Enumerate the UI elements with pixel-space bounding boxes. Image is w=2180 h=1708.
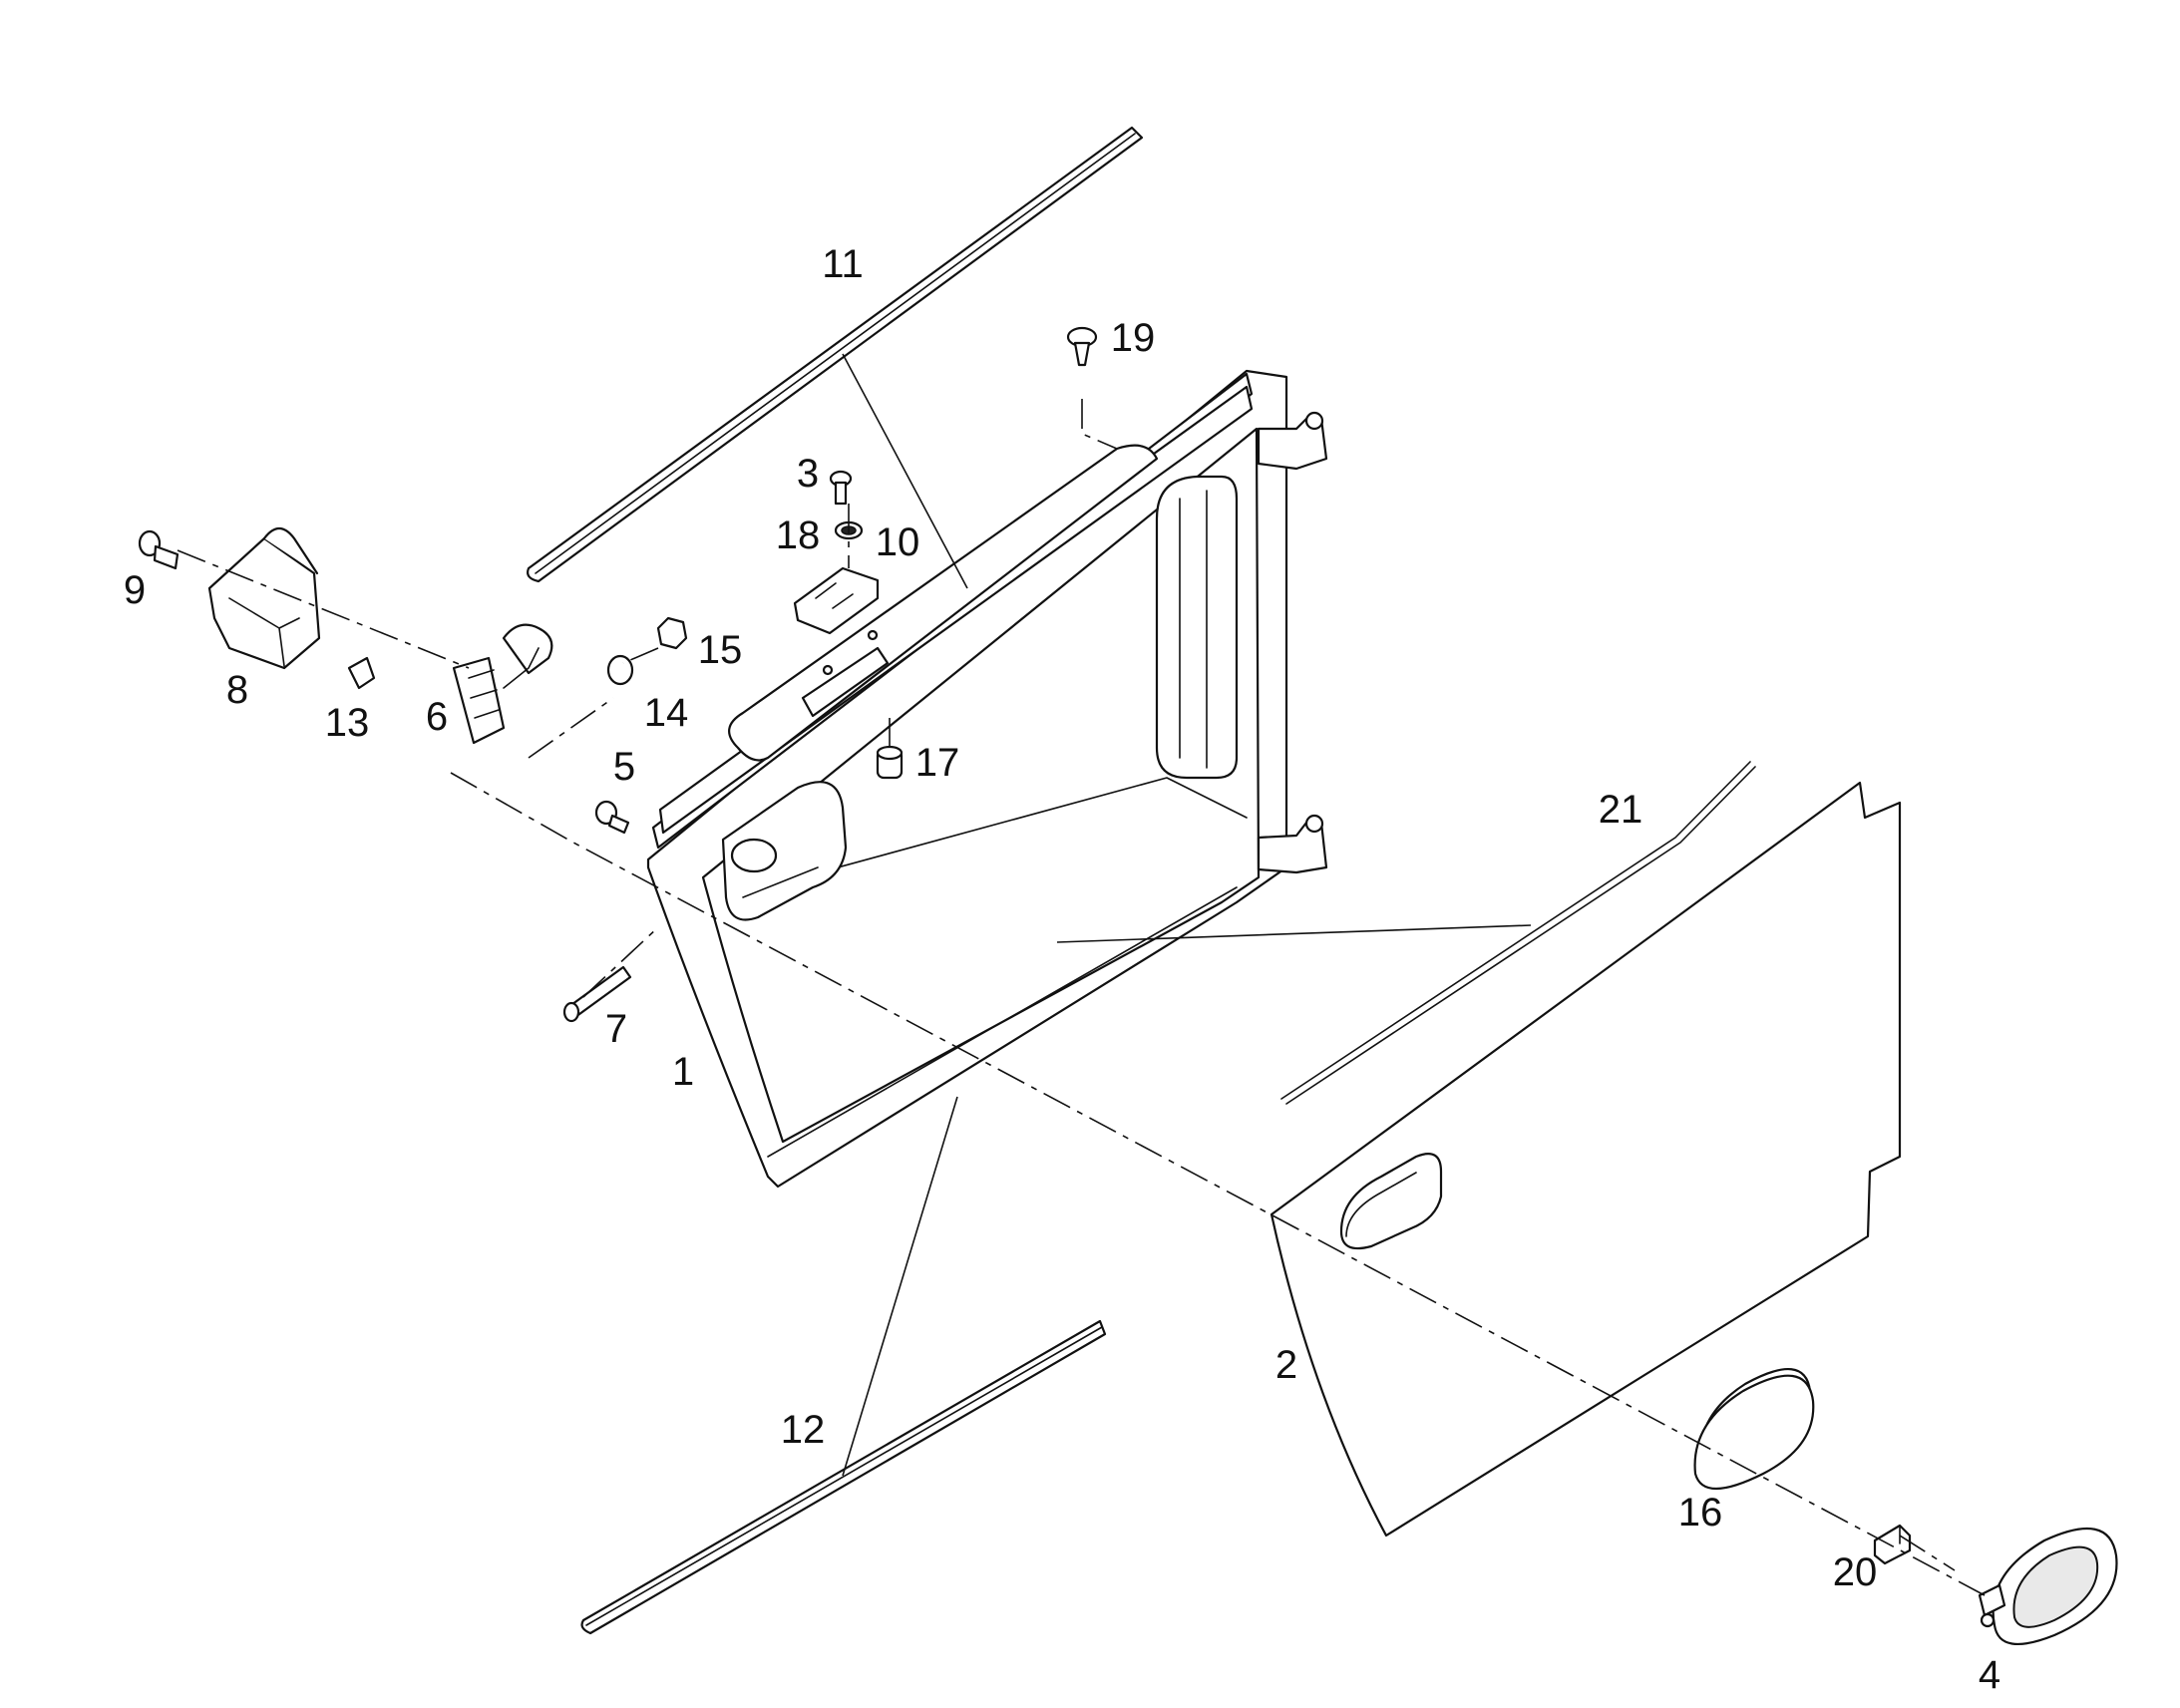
callout-6: 6 [426, 695, 448, 739]
part-8-handle-housing [207, 526, 321, 670]
callout-9: 9 [124, 568, 146, 612]
callout-3: 3 [797, 452, 819, 496]
part-7-bolt [562, 965, 632, 1023]
part-10-striker [793, 566, 880, 635]
callout-2: 2 [1275, 1343, 1297, 1387]
callout-20: 20 [1833, 1550, 1878, 1594]
part-11-upper-weatherstrip [527, 126, 1144, 583]
callout-1: 1 [672, 1050, 694, 1094]
part-1-door-frame [646, 369, 1328, 1189]
callout-7: 7 [605, 1007, 627, 1051]
part-5-screw [594, 800, 630, 835]
part-4-inner-handle [1978, 1527, 2118, 1646]
part-19-push-clip [1066, 326, 1098, 367]
part-13-clip [347, 656, 376, 690]
part-3-screw [829, 470, 853, 506]
part-15-nut [656, 616, 688, 650]
callout-17: 17 [915, 741, 960, 785]
callout-8: 8 [226, 668, 248, 712]
callout-5: 5 [613, 745, 635, 789]
callout-16: 16 [1678, 1491, 1723, 1535]
part-12-lower-weatherstrip [580, 1319, 1107, 1635]
callout-18: 18 [776, 513, 821, 557]
part-17-grommet [876, 745, 904, 780]
callout-labels: 1 2 3 4 5 6 7 8 9 10 11 12 13 14 15 16 1… [124, 242, 2000, 1697]
callout-14: 14 [644, 691, 689, 735]
callout-10: 10 [876, 520, 920, 564]
callout-13: 13 [325, 701, 370, 745]
callout-21: 21 [1599, 788, 1643, 832]
callout-4: 4 [1979, 1653, 2000, 1697]
callout-15: 15 [698, 628, 743, 672]
leader-lines [177, 353, 1986, 1596]
callout-19: 19 [1111, 316, 1156, 360]
part-16-bezel-ring [1693, 1374, 1815, 1491]
part-14-washer [606, 654, 634, 686]
part-20-clip [1873, 1524, 1912, 1565]
part-6-latch [452, 623, 553, 745]
part-21-glass-seal [1280, 761, 1756, 1105]
part-9-screw [138, 529, 180, 570]
callout-11: 11 [822, 242, 864, 286]
callout-12: 12 [781, 1408, 826, 1452]
